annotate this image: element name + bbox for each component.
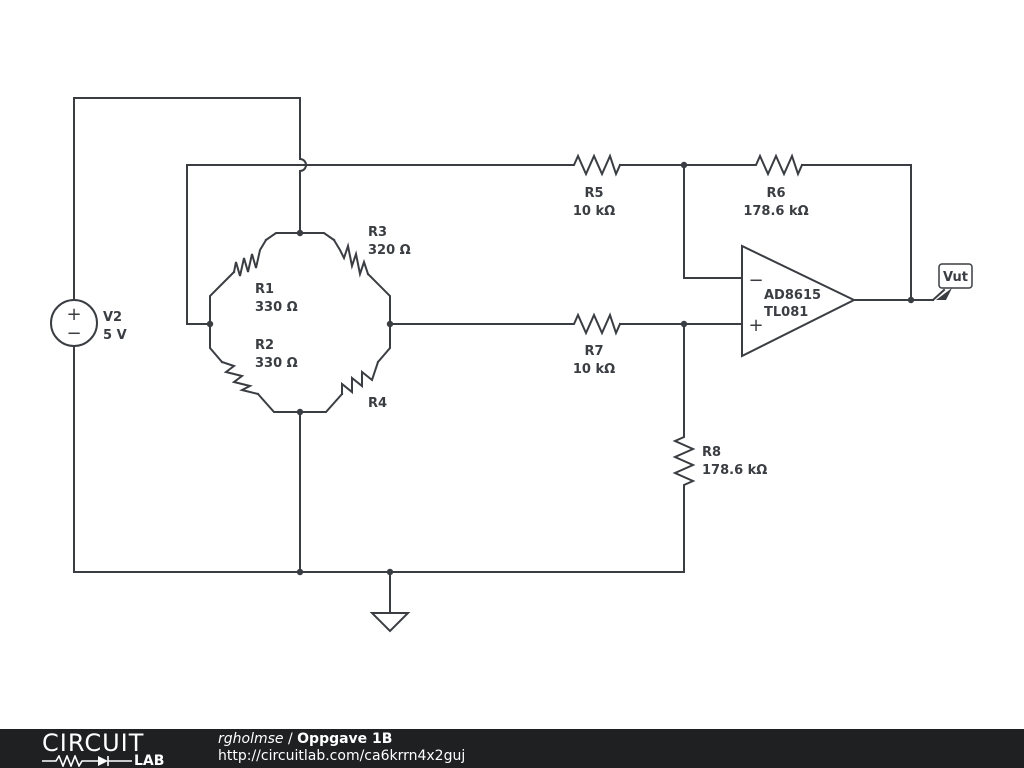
net-label-text: Vut	[943, 270, 968, 285]
opamp[interactable]: − +	[741, 244, 857, 358]
label-r2-name: R2	[255, 338, 274, 353]
resistor-r1[interactable]	[209, 232, 301, 301]
logo-wordmark-bottom: LAB	[134, 753, 165, 768]
schematic-canvas: + − − + Vut	[50, 97, 973, 633]
wire-inv-input	[683, 164, 743, 279]
wire-left-node	[186, 164, 569, 325]
resistor-r8[interactable]	[672, 432, 696, 489]
circuit-title: Oppgave 1B	[297, 731, 393, 747]
label-opamp-alt-model: TL081	[764, 305, 808, 320]
circuit-url-link[interactable]: http://circuitlab.com/ca6krrn4x2guj	[218, 748, 466, 764]
junction-dots	[206, 161, 915, 576]
opamp-inverting-symbol: −	[748, 270, 763, 291]
wires	[73, 97, 934, 613]
wire-r6-out	[801, 164, 912, 301]
label-opamp-model: AD8615	[764, 288, 821, 303]
resistor-r6[interactable]	[749, 153, 804, 177]
author-link[interactable]: rgholmse	[218, 731, 284, 747]
label-r2-value: 330 Ω	[255, 356, 298, 371]
opamp-noninverting-symbol: +	[748, 315, 763, 336]
ground-symbol	[369, 612, 411, 633]
label-v2-value: 5 V	[103, 328, 127, 343]
label-r7-value: 10 kΩ	[573, 362, 615, 377]
label-r8-name: R8	[702, 445, 721, 460]
resistor-r2[interactable]	[209, 323, 301, 413]
logo-resistor-icon	[42, 755, 132, 767]
title-separator: /	[283, 731, 298, 747]
resistor-r3[interactable]	[299, 232, 391, 301]
resistor-r4[interactable]	[299, 323, 391, 413]
net-label-vut[interactable]: Vut	[931, 263, 973, 302]
label-r1-value: 330 Ω	[255, 300, 298, 315]
circuit-meta: rgholmse / Oppgave 1B http://circuitlab.…	[218, 731, 465, 765]
v2-minus-symbol: −	[66, 323, 81, 344]
label-v2-name: V2	[103, 310, 122, 325]
component-labels: V2 5 V R1 330 Ω R2 330 Ω R3 320 Ω R4 R5 …	[103, 186, 821, 478]
label-r8-value: 178.6 kΩ	[702, 463, 767, 478]
label-r3-name: R3	[368, 225, 387, 240]
logo-wordmark-top: CIRCUIT	[42, 729, 145, 757]
circuitlab-logo[interactable]: CIRCUIT LAB	[42, 729, 182, 768]
wire-v2-bottom	[73, 346, 685, 573]
circuit-title-line: rgholmse / Oppgave 1B	[218, 731, 465, 748]
label-r5-value: 10 kΩ	[573, 204, 615, 219]
label-r6-name: R6	[766, 186, 785, 201]
voltage-source-v2[interactable]: + −	[50, 299, 98, 347]
label-r4-name: R4	[368, 396, 387, 411]
label-r6-value: 178.6 kΩ	[743, 204, 808, 219]
label-r1-name: R1	[255, 282, 274, 297]
wire-v2-top	[73, 97, 307, 300]
label-r3-value: 320 Ω	[368, 243, 411, 258]
resistor-r5[interactable]	[567, 153, 622, 177]
resistor-r7[interactable]	[567, 312, 622, 336]
v2-plus-symbol: +	[66, 304, 81, 325]
footer-bar: CIRCUIT LAB rgholmse / Oppgave 1B http:/…	[0, 729, 1024, 768]
label-r5-name: R5	[584, 186, 603, 201]
label-r7-name: R7	[584, 344, 603, 359]
